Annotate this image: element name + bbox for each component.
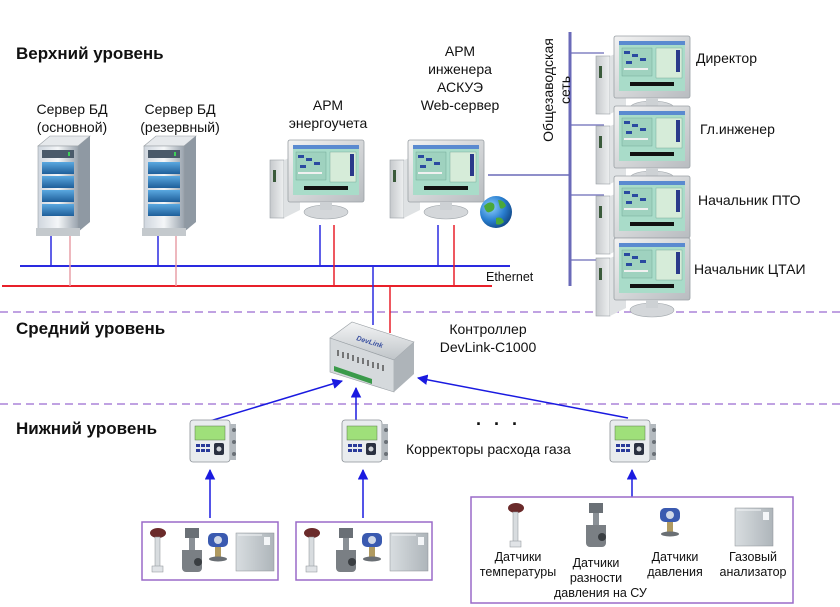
gas-analyzer-icon bbox=[235, 532, 275, 572]
server-reserve-label: Сервер БД(резервный) bbox=[140, 101, 220, 135]
client-label-ctai: Начальник ЦТАИ bbox=[694, 261, 806, 277]
controller-icon: DevLink bbox=[329, 321, 415, 393]
more-correctors-ellipsis: . . . bbox=[476, 409, 522, 429]
gas-analyzer-icon bbox=[389, 532, 429, 572]
gas-corrector-1-icon bbox=[189, 419, 237, 463]
gas-corrector-3-icon bbox=[609, 419, 657, 463]
client-director-icon bbox=[595, 35, 691, 116]
sensor-group-3 bbox=[470, 496, 794, 604]
temperature-sensor-icon bbox=[149, 527, 167, 573]
client-label-chief-engineer: Гл.инженер bbox=[700, 121, 775, 137]
server-primary-icon bbox=[35, 135, 91, 237]
workstation-engineer-icon bbox=[389, 139, 485, 220]
level-title-lower: Нижний уровень bbox=[16, 419, 158, 438]
temperature-sensor-icon bbox=[303, 527, 321, 573]
dp-sensor-icon bbox=[336, 528, 356, 572]
client-label-pto: Начальник ПТО bbox=[698, 192, 801, 208]
dp-sensor-icon bbox=[586, 503, 606, 547]
sensor-group-2 bbox=[295, 521, 433, 581]
correctors-label: Корректоры расхода газа bbox=[406, 441, 571, 457]
client-chief-engineer-icon bbox=[595, 105, 691, 186]
server-reserve-icon bbox=[141, 135, 197, 237]
workstation-energy-icon bbox=[269, 139, 365, 220]
dp-sensor-icon bbox=[182, 528, 202, 572]
temperature-sensor-icon bbox=[507, 502, 525, 548]
globe-icon bbox=[480, 196, 512, 228]
server-primary-label: Сервер БД(основной) bbox=[36, 101, 108, 135]
gas-corrector-2-icon bbox=[341, 419, 389, 463]
pressure-sensor-icon bbox=[362, 533, 382, 562]
ethernet-label: Ethernet bbox=[486, 270, 534, 284]
level-title-middle: Средний уровень bbox=[16, 319, 166, 338]
client-label-director: Директор bbox=[696, 50, 757, 66]
gas-analyzer-icon bbox=[734, 507, 774, 547]
sensor-group-1 bbox=[141, 521, 279, 581]
level-title-upper: Верхний уровень bbox=[16, 44, 164, 63]
pressure-sensor-icon bbox=[660, 508, 680, 537]
pressure-sensor-icon bbox=[208, 533, 228, 562]
